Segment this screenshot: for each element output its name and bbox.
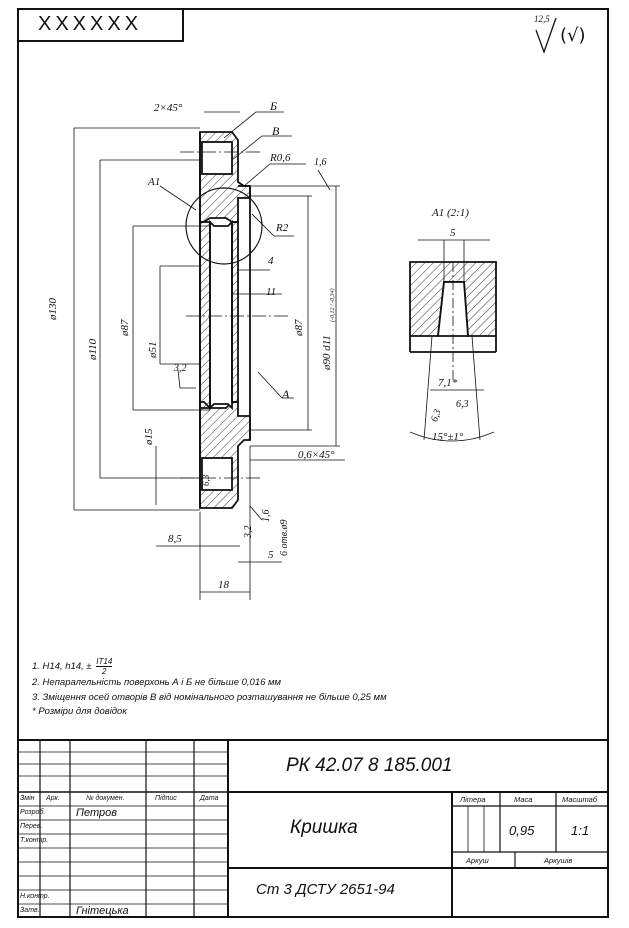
roughness-mark [535, 17, 557, 54]
sheet-frame [17, 8, 609, 918]
radius-06-label: R0,6 [270, 152, 291, 164]
dim-18-label: 18 [218, 579, 229, 591]
dia-87-left-label: ø87 [119, 319, 131, 337]
role-tech-control: Т.контр. [20, 837, 49, 844]
roughness-other: (√) [560, 25, 586, 46]
litera-header: Літера [460, 795, 486, 804]
note-4: * Розміри для довідок [32, 706, 127, 717]
detail-title: A1 (2:1) [432, 207, 469, 219]
developer-name: Петров [76, 807, 117, 819]
detail-roughness-63b: 6,3 [456, 399, 469, 410]
code-box [17, 8, 184, 42]
mass-header: Маса [514, 795, 533, 804]
detail-dimensions [409, 239, 495, 442]
column-ark: Арк. [46, 795, 60, 802]
dia-130-label: ø130 [47, 298, 59, 320]
note-1-text: 1. H14, h14, ± [32, 661, 92, 673]
radius-2-label: R2 [276, 222, 289, 234]
roughness-63-label: 6,3 [201, 474, 211, 486]
roughness-16b-label: 1,6 [261, 509, 272, 523]
material: Ст 3 ДСТУ 2651-94 [256, 881, 395, 898]
detail-dim-71: 7,1* [438, 377, 458, 389]
notes-block: 1. H14, h14, ± IT14 2 2. Непаралельність… [32, 657, 387, 720]
leader-lines [159, 111, 331, 521]
roughness-32b-label: 3,2 [243, 525, 254, 539]
leader-v-label: В [272, 124, 280, 138]
dia-87-right-label: ø87 [293, 319, 305, 337]
title-block-grid [18, 739, 608, 917]
role-checker: Перев. [20, 823, 43, 830]
scale-header: Масштаб [562, 795, 598, 804]
detail-angle: 15°±1° [432, 431, 464, 443]
dia-90-tolerance: (-0,12 / -0,34) [330, 288, 336, 322]
dia-110-label: ø110 [87, 338, 99, 360]
part-section [199, 131, 251, 509]
note-1-fraction-num: IT14 [96, 657, 113, 667]
column-date: Дата [200, 795, 219, 802]
part-name: Кришка [290, 817, 358, 838]
note-2: 2. Непаралельність поверхонь А і Б не бі… [32, 677, 282, 688]
note-3: 3. Зміщення осей отворів В від номінальн… [32, 691, 387, 703]
roughness-32-label: 3,2 [174, 363, 187, 374]
chamfer-top-label: 2×45° [154, 102, 183, 114]
dia-90-label: ø90 d11 [321, 335, 333, 370]
note-1-fraction-den: 2 [102, 667, 107, 676]
approver-name: Гнітецька [76, 905, 129, 917]
sheets-label: Аркушів [544, 856, 573, 865]
column-document: № докумен. [86, 795, 125, 802]
dim-11-label: 11 [266, 286, 277, 298]
surface-a-label: A [282, 387, 290, 401]
sheet-label: Аркуш [466, 856, 489, 865]
dim-85-label: 8,5 [168, 533, 182, 545]
role-developer: Розроб. [20, 809, 46, 816]
column-signature: Підпис [155, 795, 177, 802]
holes-label: 6 отв.ø9 [279, 519, 290, 556]
mass-value: 0,95 [509, 823, 535, 838]
dim-5-label: 5 [268, 549, 274, 561]
column-zmin: Змін [20, 795, 35, 802]
detail-ref-label: A1 [148, 176, 161, 188]
dia-51-label: ø51 [147, 341, 159, 359]
leader-b-label: Б [270, 99, 278, 113]
roughness-value: 12,5 [534, 14, 550, 24]
dim-4-label: 4 [268, 255, 274, 267]
designation: РК 42.07 8 185.001 [286, 755, 453, 776]
note-1: 1. H14, h14, ± IT14 2 [32, 657, 387, 676]
scale-value: 1:1 [571, 823, 590, 838]
dia-15-label: ø15 [143, 428, 155, 446]
chamfer-06-label: 0,6×45° [298, 449, 335, 461]
role-norm-control: Н.контр. [20, 893, 50, 900]
roughness-16-label: 1,6 [314, 157, 327, 168]
dimension-lines [73, 111, 345, 600]
role-approver: Затв. [20, 907, 40, 914]
detail-dim-5: 5 [450, 227, 456, 239]
code-box-text: XXXXXX [38, 13, 143, 35]
